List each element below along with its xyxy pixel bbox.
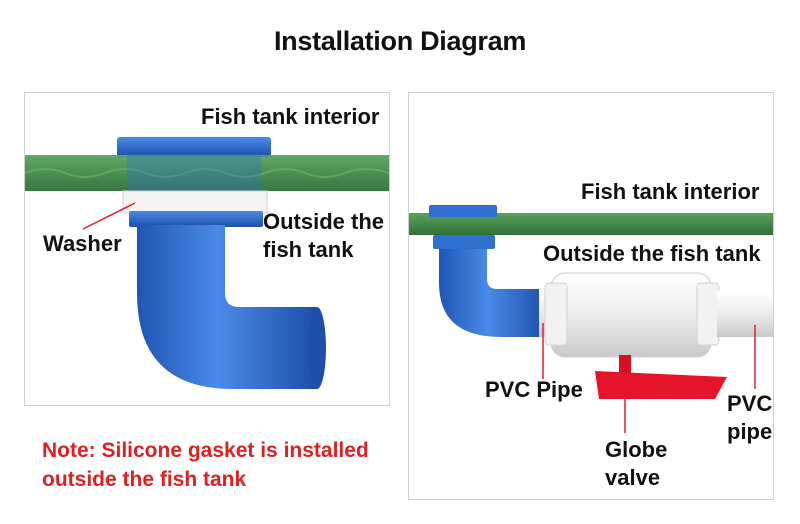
label-globe-valve-line2: valve: [605, 465, 661, 490]
top-flange: [117, 137, 271, 157]
left-installation-photo: Fish tank interior Washer Outside the fi…: [24, 92, 390, 406]
note-line-2: outside the fish tank: [42, 468, 247, 491]
installation-note: Note: Silicone gasket is installed outsi…: [42, 436, 392, 494]
label-washer: Washer: [43, 231, 122, 256]
label-pvc-pipe-right-line2: pipe: [727, 419, 773, 444]
fish-tank-glass: [25, 155, 389, 191]
valve-collar-left: [544, 282, 568, 346]
left-illustration: [25, 137, 389, 389]
blue-elbow: [137, 225, 317, 389]
globe-valve-body: [550, 272, 712, 358]
top-flange: [429, 205, 497, 217]
fish-tank-glass: [409, 213, 773, 235]
elbow-opening: [308, 307, 326, 389]
diagram-title: Installation Diagram: [273, 26, 527, 56]
label-outside-line1: Outside the: [263, 209, 385, 234]
label-pvc-pipe-right-line1: PVC: [727, 391, 773, 416]
flange-through-glass: [127, 155, 261, 191]
valve-handle: [595, 371, 727, 399]
label-outside-the-fish-tank: Outside the fish tank: [543, 241, 761, 266]
washer-leader-line: [82, 202, 136, 230]
label-globe-valve-line1: Globe: [605, 437, 668, 462]
lock-nut: [129, 211, 263, 227]
valve-collar-right: [696, 282, 720, 346]
note-line-1: Note: Silicone gasket is installed: [42, 439, 369, 462]
label-fish-tank-interior: Fish tank interior: [581, 179, 760, 204]
lock-nut: [433, 235, 495, 249]
pvc-pipe-right-segment: [717, 291, 773, 337]
glass-texture: [25, 168, 389, 178]
blue-elbow: [439, 249, 547, 337]
label-pvc-pipe-left: PVC Pipe: [485, 377, 583, 402]
valve-stem: [619, 355, 631, 373]
label-fish-tank-interior: Fish tank interior: [201, 104, 380, 129]
right-installation-photo: Fish tank interior Outside the fish tank…: [408, 92, 774, 500]
right-illustration: [409, 205, 773, 433]
label-outside-line2: fish tank: [263, 237, 354, 262]
washer-ring: [122, 190, 268, 214]
